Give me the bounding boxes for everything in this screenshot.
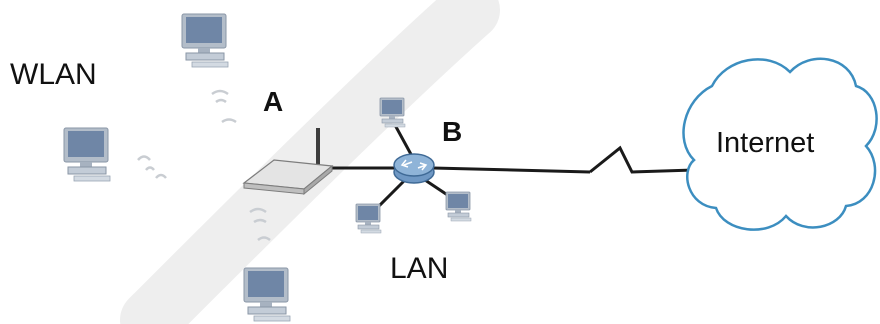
wireless-client-icon xyxy=(243,267,291,322)
wireless-router-icon xyxy=(242,128,334,196)
wifi-wave-icon xyxy=(137,89,271,242)
cloud-icon xyxy=(682,57,878,231)
wireless-client-icon xyxy=(63,127,111,182)
internet-label: Internet xyxy=(716,127,815,159)
lan-client-icon xyxy=(379,97,406,128)
lan-client-icon xyxy=(355,203,382,234)
point-a-label: A xyxy=(263,86,284,117)
network-hub-icon xyxy=(393,153,435,184)
lan-label: LAN xyxy=(390,252,449,285)
wan-link-icon xyxy=(589,145,695,174)
point-b-label: B xyxy=(442,116,463,147)
wireless-client-icon xyxy=(181,13,229,68)
watermark-swash xyxy=(120,0,500,324)
wlan-label: WLAN xyxy=(10,58,97,91)
wired-links xyxy=(330,124,591,210)
lan-client-icon xyxy=(445,191,472,222)
